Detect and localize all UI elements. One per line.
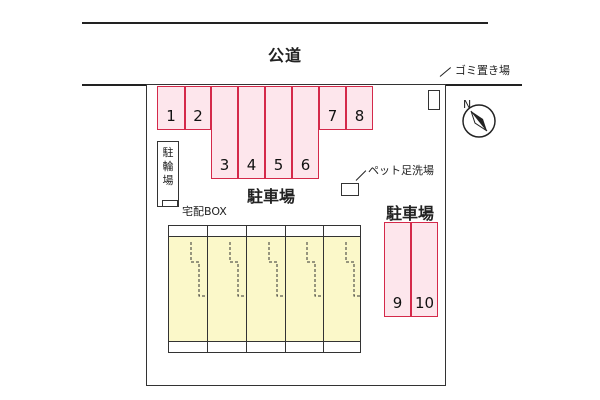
trash-leader-line <box>439 67 452 77</box>
road-top-line <box>82 22 488 24</box>
parking-space-1[interactable]: 1 <box>157 86 185 130</box>
parking-space-7[interactable]: 7 <box>319 86 346 130</box>
pet-wash-label: ペット足洗場 <box>368 164 434 177</box>
parking-space-3[interactable]: 3 <box>211 86 238 179</box>
building-unit-divider <box>207 226 208 352</box>
parking-space-6[interactable]: 6 <box>292 86 319 179</box>
building-unit-divider <box>285 226 286 352</box>
parking-space-4[interactable]: 4 <box>238 86 265 179</box>
trash-area <box>428 90 440 110</box>
delivery-box <box>162 200 178 207</box>
pet-wash-area <box>341 183 359 196</box>
building-unit-outlines <box>190 242 362 297</box>
parking-label-side: 駐車場 <box>386 204 435 223</box>
parking-label-main: 駐車場 <box>247 187 296 206</box>
compass-icon: N <box>462 98 496 138</box>
road-label: 公道 <box>268 46 303 65</box>
parking-space-5[interactable]: 5 <box>265 86 292 179</box>
building-unit-divider <box>323 226 324 352</box>
building-bottom-band <box>169 341 360 352</box>
compass-letter: N <box>463 98 471 111</box>
bike-parking: 駐 輪 場 <box>157 141 179 207</box>
trash-area-label: ゴミ置き場 <box>455 64 510 77</box>
parking-space-8[interactable]: 8 <box>346 86 373 130</box>
building-top-band <box>169 226 360 237</box>
building-unit-divider <box>246 226 247 352</box>
delivery-box-label: 宅配BOX <box>182 205 227 218</box>
parking-space-9[interactable]: 9 <box>384 222 411 317</box>
parking-space-10[interactable]: 10 <box>411 222 438 317</box>
apartment-building <box>168 225 362 353</box>
parking-space-2[interactable]: 2 <box>185 86 211 130</box>
